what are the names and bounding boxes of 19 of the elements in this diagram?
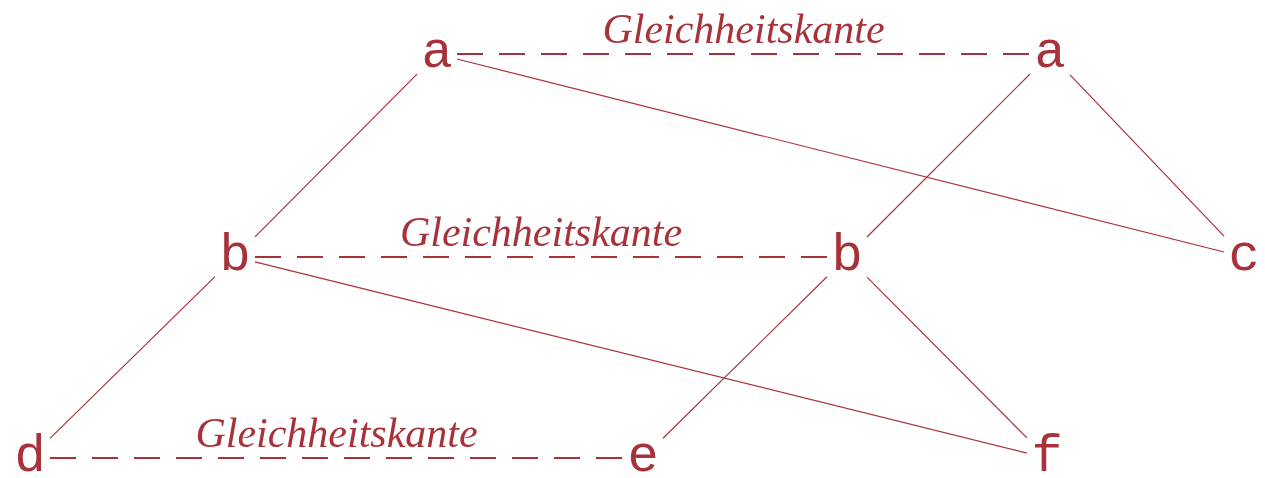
- line: [254, 261, 1028, 454]
- line: [49, 276, 216, 439]
- line: [456, 58, 1225, 253]
- vertex-label: d: [14, 432, 46, 478]
- line: [1069, 74, 1225, 237]
- vertex-label: c: [1228, 231, 1260, 283]
- line: [866, 276, 1028, 439]
- dashed-line: [49, 457, 624, 459]
- vertex-label: f: [1031, 432, 1063, 478]
- line: [254, 73, 418, 238]
- dashed-line: [254, 256, 828, 258]
- dashed-line: [456, 53, 1031, 55]
- line: [866, 73, 1031, 238]
- vertex-label: e: [627, 432, 659, 478]
- vertex-label: b: [219, 231, 251, 283]
- line: [662, 276, 828, 439]
- vertex-label: a: [1034, 28, 1066, 80]
- vertex-label: a: [421, 28, 453, 80]
- vertex-label: b: [831, 231, 863, 283]
